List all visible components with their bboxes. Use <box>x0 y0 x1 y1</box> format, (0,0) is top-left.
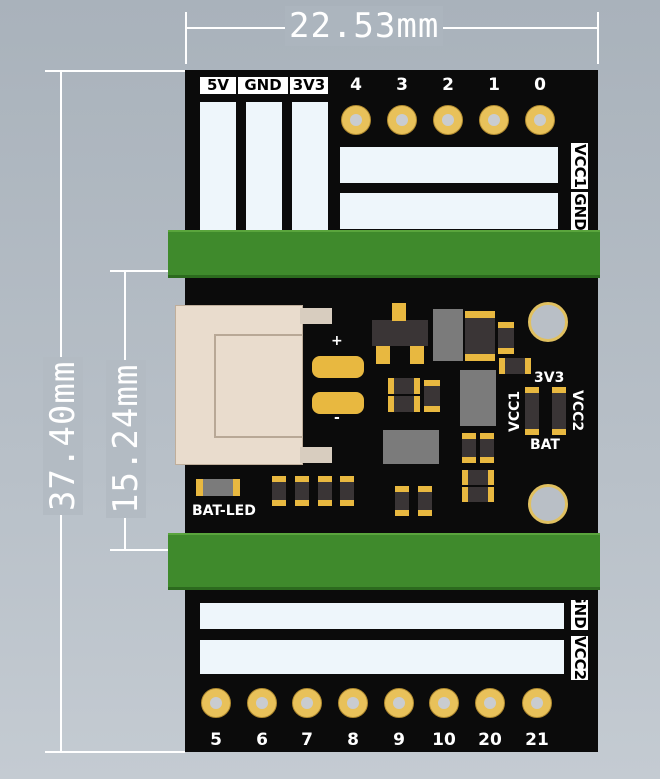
capacitor <box>424 380 440 412</box>
component-pad <box>410 346 424 364</box>
resistor <box>462 487 494 502</box>
pin-pad-10 <box>429 688 459 718</box>
jumper-vcc2 <box>552 387 566 435</box>
height-dimension-label: 37.40mm <box>43 356 83 515</box>
resistor <box>318 476 332 506</box>
resistor <box>395 486 409 516</box>
pin-pad-21 <box>522 688 552 718</box>
pin-label-4: 4 <box>350 75 362 95</box>
pin-pad-0 <box>525 105 555 135</box>
capacitor <box>388 378 420 394</box>
battery-led <box>196 479 240 496</box>
resistor <box>499 358 531 374</box>
pin-pad-3 <box>387 105 417 135</box>
pin-label-9: 9 <box>393 730 405 750</box>
component-pad <box>392 303 406 321</box>
label-minus: - <box>334 410 340 426</box>
pin-label-3: 3 <box>396 75 408 95</box>
connector-latch-bottom <box>300 447 332 463</box>
mounting-hole-bottom <box>528 484 568 524</box>
height-ext-top <box>45 70 185 72</box>
pin-pad-2 <box>433 105 463 135</box>
gnd-strip-top <box>340 193 558 229</box>
resistor <box>272 476 286 506</box>
pin-pad-7 <box>292 688 322 718</box>
pin-label-21: 21 <box>525 730 549 750</box>
power-strip-3v3 <box>292 102 328 230</box>
pin-label-20: 20 <box>478 730 502 750</box>
label-jumper-bat: BAT <box>530 437 560 453</box>
pin-pad-20 <box>475 688 505 718</box>
pitch-ext-top <box>110 270 170 272</box>
label-jumper-3v3: 3V3 <box>534 370 565 386</box>
pin-label-6: 6 <box>256 730 268 750</box>
pin-label-10: 10 <box>432 730 456 750</box>
power-strip-5v <box>200 102 236 230</box>
bottom-pin-header <box>168 533 600 590</box>
pin-label-2: 2 <box>442 75 454 95</box>
pitch-dimension-label: 15.24mm <box>106 359 146 518</box>
label-vcc1: VCC1 <box>571 143 589 189</box>
pin-label-8: 8 <box>347 730 359 750</box>
label-3v3: 3V3 <box>290 77 328 94</box>
resistor <box>480 433 494 463</box>
battery-connector <box>175 305 303 465</box>
label-bat-led: BAT-LED <box>192 503 256 519</box>
label-jumper-vcc2: VCC2 <box>569 390 585 432</box>
width-ext-left <box>185 12 187 64</box>
resistor <box>462 470 494 485</box>
label-gnd-top: GND <box>571 192 589 232</box>
battery-plus-pad <box>312 356 364 378</box>
regulator-ic <box>460 370 496 426</box>
label-gnd: GND <box>238 77 288 94</box>
label-jumper-vcc1: VCC1 <box>507 390 523 432</box>
pin-label-7: 7 <box>301 730 313 750</box>
transistor <box>372 320 428 346</box>
vcc2-strip <box>200 640 564 674</box>
capacitor <box>498 322 514 354</box>
label-gnd-bottom-clip: GND <box>570 600 598 636</box>
pin-pad-1 <box>479 105 509 135</box>
power-strip-gnd <box>246 102 282 230</box>
pitch-ext-bottom <box>110 549 170 551</box>
width-ext-right <box>597 12 599 64</box>
height-ext-bottom <box>45 751 185 753</box>
pin-pad-5 <box>201 688 231 718</box>
component-pad <box>376 346 390 364</box>
pin-label-1: 1 <box>488 75 500 95</box>
resistor <box>340 476 354 506</box>
pin-label-5: 5 <box>210 730 222 750</box>
capacitor <box>388 396 420 412</box>
charger-ic <box>383 430 439 464</box>
label-plus: + <box>331 333 343 349</box>
resistor <box>462 433 476 463</box>
pin-pad-8 <box>338 688 368 718</box>
inductor <box>465 311 495 361</box>
width-dimension-label: 22.53mm <box>285 6 444 46</box>
pin-pad-4 <box>341 105 371 135</box>
vcc1-strip <box>340 147 558 183</box>
top-pin-header <box>168 230 600 278</box>
mounting-hole-top <box>528 302 568 342</box>
resistor <box>295 476 309 506</box>
pin-pad-9 <box>384 688 414 718</box>
resistor <box>418 486 432 516</box>
jumper-vcc1 <box>525 387 539 435</box>
connector-housing-inner <box>214 334 302 438</box>
pin-pad-6 <box>247 688 277 718</box>
label-vcc2: VCC2 <box>571 636 589 681</box>
label-5v: 5V <box>200 77 236 94</box>
battery-minus-pad <box>312 392 364 414</box>
pin-label-0: 0 <box>534 75 546 95</box>
diode <box>433 309 463 361</box>
label-gnd-bottom: GND <box>571 600 589 630</box>
gnd-strip-bottom <box>200 603 564 629</box>
connector-latch-top <box>300 308 332 324</box>
